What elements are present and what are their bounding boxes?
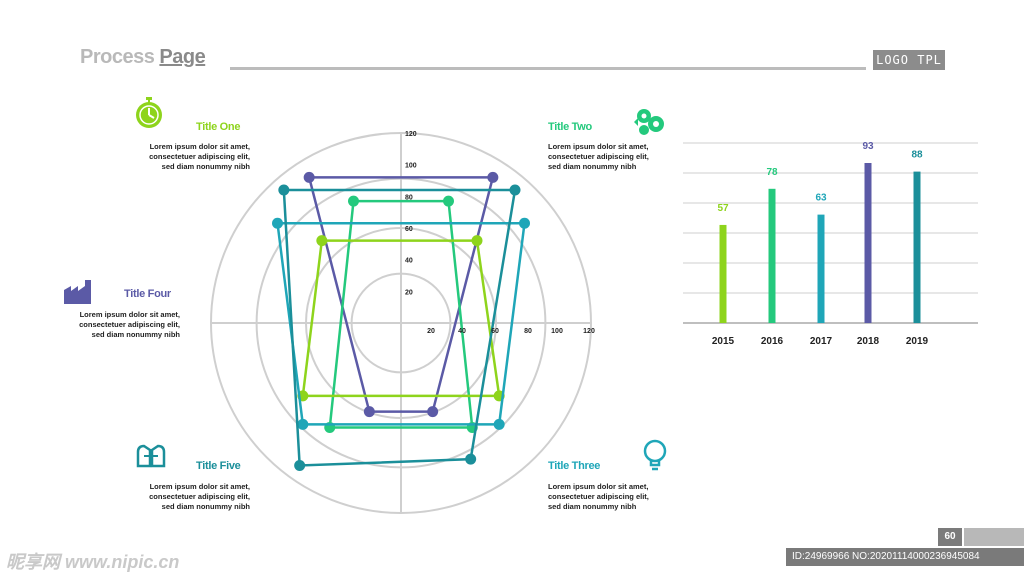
- desc-three: Lorem ipsum dolor sit amet, consectetuer…: [548, 482, 649, 512]
- bar-value-label: 78: [766, 167, 778, 178]
- radar-series-point: [509, 184, 521, 196]
- desc-line: Lorem ipsum dolor sit amet,: [548, 482, 649, 491]
- title-three: Title Three: [548, 460, 601, 472]
- info-block-three: Title Three Lorem ipsum dolor sit amet, …: [548, 438, 698, 518]
- radar-tick-label-horizontal: 20: [427, 328, 435, 335]
- logo: LOGO TPL: [873, 50, 945, 70]
- desc-line: consectetuer adipiscing elit,: [149, 152, 250, 161]
- desc-line: sed diam nonummy nibh: [91, 330, 180, 339]
- handshake-icon: [136, 444, 166, 468]
- desc-two: Lorem ipsum dolor sit amet, consectetuer…: [548, 142, 649, 172]
- radar-series-point: [487, 171, 499, 183]
- radar-tick-label-vertical: 80: [405, 194, 413, 201]
- bar-category-label: 2019: [906, 336, 929, 347]
- radar-series-point: [316, 235, 328, 247]
- desc-line: sed diam nonummy nibh: [548, 162, 637, 171]
- header-rule: [230, 67, 866, 70]
- desc-line: sed diam nonummy nibh: [161, 502, 250, 511]
- bar-category-label: 2017: [810, 336, 833, 347]
- info-block-five: Title Five Lorem ipsum dolor sit amet, c…: [100, 440, 250, 520]
- info-block-two: Title Two Lorem ipsum dolor sit amet, co…: [548, 104, 698, 184]
- radar-tick-label-vertical: 40: [405, 258, 413, 265]
- radar-series-point: [465, 453, 477, 465]
- desc-line: Lorem ipsum dolor sit amet,: [149, 142, 250, 151]
- watermark-left: 昵享网 www.nipic.cn: [6, 552, 180, 572]
- radar-tick-label-horizontal: 100: [551, 328, 563, 335]
- radar-series-point: [443, 195, 454, 207]
- bar-value-label: 88: [911, 150, 923, 161]
- radar-series-point: [297, 418, 309, 430]
- page-number: 60: [938, 528, 962, 546]
- desc-one: Lorem ipsum dolor sit amet, consectetuer…: [149, 142, 250, 172]
- radar-series-point: [493, 418, 505, 430]
- factory-icon: [64, 280, 91, 304]
- radar-tick-label-horizontal: 40: [458, 328, 466, 335]
- desc-five: Lorem ipsum dolor sit amet, consectetuer…: [149, 482, 250, 512]
- title-one: Title One: [196, 121, 241, 133]
- radar-tick-label-vertical: 60: [405, 226, 413, 233]
- desc-line: Lorem ipsum dolor sit amet,: [79, 310, 180, 319]
- bar-2018: [864, 163, 872, 323]
- page-title-word1: Process: [80, 46, 155, 68]
- watermark-right: ID:24969966 NO:20201114000236945084: [786, 548, 1024, 566]
- radar-tick-label-vertical: 20: [405, 289, 413, 296]
- bar-2016: [768, 188, 776, 323]
- desc-line: consectetuer adipiscing elit,: [548, 492, 649, 501]
- radar-series-point: [363, 406, 375, 418]
- bar-2015: [719, 224, 727, 323]
- desc-line: Lorem ipsum dolor sit amet,: [548, 142, 649, 151]
- bar-category-label: 2015: [712, 336, 735, 347]
- radar-tick-label-vertical: 100: [405, 163, 417, 170]
- desc-line: consectetuer adipiscing elit,: [149, 492, 250, 501]
- radar-tick-label-horizontal: 80: [524, 328, 532, 335]
- title-five: Title Five: [196, 460, 241, 472]
- desc-four: Lorem ipsum dolor sit amet, consectetuer…: [79, 310, 180, 340]
- title-two: Title Two: [548, 121, 592, 133]
- info-block-four: Title Four Lorem ipsum dolor sit amet, c…: [30, 274, 180, 344]
- bar-value-label: 57: [717, 203, 729, 214]
- page-title: Process Page: [80, 46, 206, 69]
- radar-tick-label-horizontal: 120: [583, 328, 595, 335]
- title-four: Title Four: [124, 288, 171, 300]
- bar-category-label: 2016: [761, 336, 784, 347]
- bar-value-label: 63: [815, 193, 827, 204]
- desc-line: sed diam nonummy nibh: [548, 502, 637, 511]
- desc-line: Lorem ipsum dolor sit amet,: [149, 482, 250, 491]
- info-block-one: Title One Lorem ipsum dolor sit amet, co…: [100, 96, 250, 176]
- radar-series-point: [294, 460, 306, 471]
- bar-category-label: 2018: [857, 336, 880, 347]
- radar-series-point: [278, 184, 290, 196]
- radar-series-point: [348, 195, 359, 207]
- desc-line: sed diam nonummy nibh: [161, 162, 250, 171]
- radar-tick-label-vertical: 120: [405, 131, 417, 138]
- puzzle-gears-icon: [634, 109, 664, 135]
- watermark-id: ID:24969966 NO:20201114000236945084: [792, 551, 980, 562]
- radar-series-point: [519, 217, 530, 229]
- lightbulb-icon: [643, 439, 667, 471]
- bar-value-label: 93: [862, 141, 874, 152]
- bar-2017: [817, 214, 825, 323]
- radar-series-point: [303, 171, 315, 183]
- radar-tick-label-horizontal: 60: [491, 328, 499, 335]
- stopwatch-icon: [136, 97, 162, 128]
- page-bar: [964, 528, 1024, 546]
- desc-line: consectetuer adipiscing elit,: [79, 320, 180, 329]
- desc-line: consectetuer adipiscing elit,: [548, 152, 649, 161]
- page-title-word2: Page: [159, 46, 206, 68]
- bar-2019: [913, 171, 921, 323]
- radar-series-point: [471, 235, 483, 247]
- radar-series-point: [272, 217, 283, 229]
- radar-series-point: [427, 406, 439, 418]
